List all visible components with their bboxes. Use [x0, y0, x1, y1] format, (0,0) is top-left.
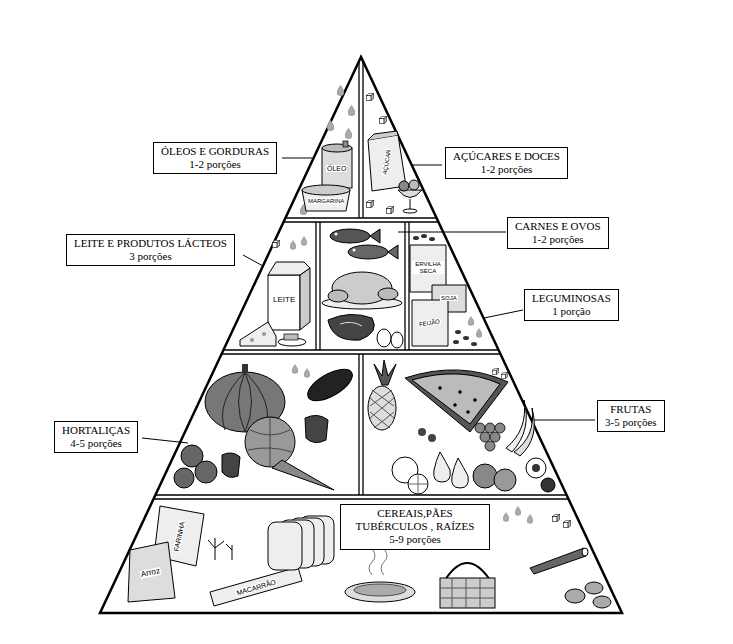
- group-name: CARNES E OVOS: [515, 220, 601, 233]
- package-label: LEITE: [272, 296, 296, 304]
- pyramid-outline: [100, 57, 622, 613]
- portion-count: 4-5 porções: [62, 437, 130, 450]
- fruits-illustration: [368, 360, 555, 494]
- group-name: AÇÚCARES E DOCES: [453, 150, 560, 163]
- food-group-box: HORTALIÇAS4-5 porções: [54, 421, 138, 453]
- portion-count: 3 porções: [74, 250, 227, 263]
- sugars-illustration: [366, 93, 422, 213]
- package-label: ÓLEO: [326, 165, 347, 172]
- vegetables-illustration: [174, 363, 357, 490]
- pyramid-dividers: [154, 62, 569, 499]
- portion-count: 1 porção: [532, 305, 611, 318]
- meat-illustration: [322, 229, 403, 348]
- group-name: ÓLEOS E GORDURAS: [161, 145, 269, 158]
- food-group-box: LEGUMINOSAS1 porção: [524, 289, 619, 321]
- group-name: HORTALIÇAS: [62, 424, 130, 437]
- food-group-box: FRUTAS3-5 porções: [597, 400, 665, 432]
- group-name: LEGUMINOSAS: [532, 292, 611, 305]
- package-label: FARINHA: [172, 520, 186, 553]
- portion-count: 1-2 porções: [515, 233, 601, 246]
- legumes-illustration: [410, 234, 482, 346]
- package-label: MARGARINA: [307, 198, 345, 204]
- food-group-box: ÓLEOS E GORDURAS1-2 porções: [153, 142, 277, 174]
- portion-count: 3-5 porções: [605, 416, 657, 429]
- portion-count: 1-2 porções: [161, 158, 269, 171]
- group-name: FRUTAS: [605, 403, 657, 416]
- dairy-illustration: [240, 237, 310, 347]
- package-label: ERVILHA SECA: [412, 261, 444, 274]
- package-label: AÇÚCAR: [381, 148, 392, 176]
- portion-count: 5-9 porções: [348, 533, 482, 546]
- group-name: CEREAIS,PÃES TUBÉRCULOS , RAÍZES: [348, 507, 482, 533]
- portion-count: 1-2 porções: [453, 163, 560, 176]
- package-label: Arroz: [139, 567, 161, 579]
- food-group-box: LEITE E PRODUTOS LÁCTEOS3 porções: [66, 234, 235, 266]
- food-group-box: CEREAIS,PÃES TUBÉRCULOS , RAÍZES5-9 porç…: [340, 504, 490, 550]
- oils-illustration: [300, 85, 355, 215]
- package-label: SOJA: [440, 295, 458, 301]
- food-group-box: AÇÚCARES E DOCES1-2 porções: [445, 147, 568, 179]
- package-label: FEIJÃO: [418, 318, 442, 328]
- cereals-illustration: [128, 506, 611, 608]
- package-label: MACARRÃO: [235, 578, 278, 596]
- food-group-box: CARNES E OVOS1-2 porções: [507, 217, 609, 249]
- group-name: LEITE E PRODUTOS LÁCTEOS: [74, 237, 227, 250]
